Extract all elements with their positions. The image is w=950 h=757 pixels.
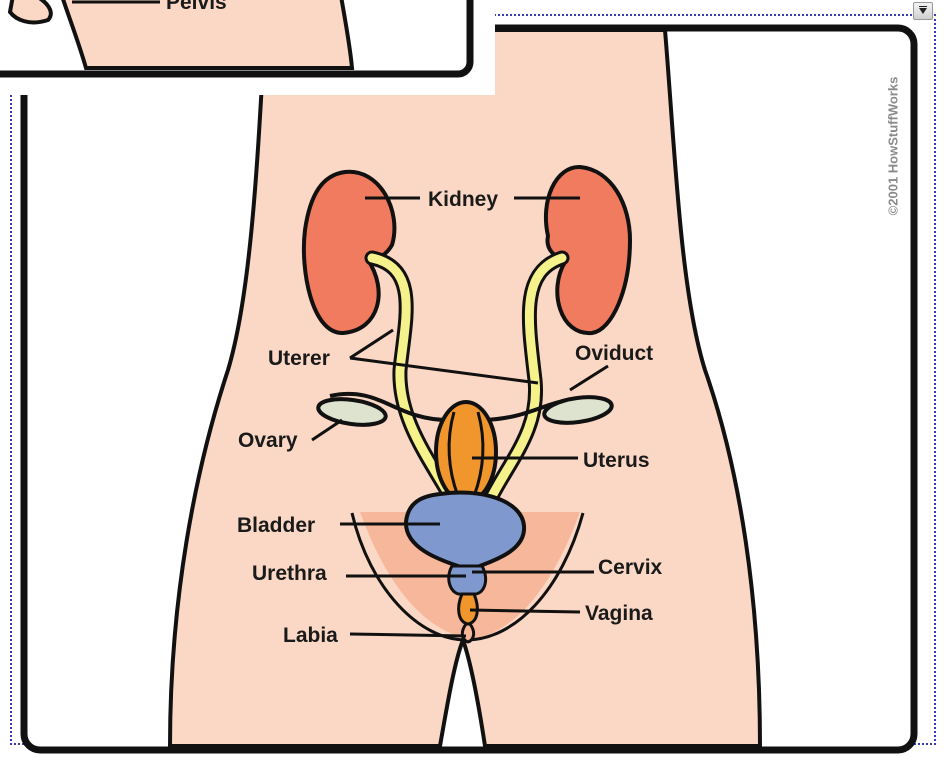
vagina-leader [470,610,580,612]
label-kidney: Kidney [428,188,498,211]
label-labia: Labia [283,624,338,647]
label-cervix: Cervix [598,556,663,579]
label-bladder: Bladder [237,514,315,537]
labia [462,624,473,642]
labia-leader [350,634,466,636]
label-vagina: Vagina [585,602,653,625]
inset-label: Pelvis [166,0,227,14]
label-urethra: Urethra [252,562,327,585]
copyright-notice: ©2001 HowStuffWorks [886,77,901,216]
cervix [449,566,486,594]
uterus [436,402,496,502]
label-oviduct: Oviduct [575,342,653,365]
label-ovary: Ovary [238,429,298,452]
right-kidney [546,167,630,333]
label-uterus: Uterus [583,449,650,472]
inset-kidney-fragment [10,0,51,22]
dropdown-arrow-button[interactable] [913,2,933,20]
label-uterer: Uterer [268,347,330,370]
